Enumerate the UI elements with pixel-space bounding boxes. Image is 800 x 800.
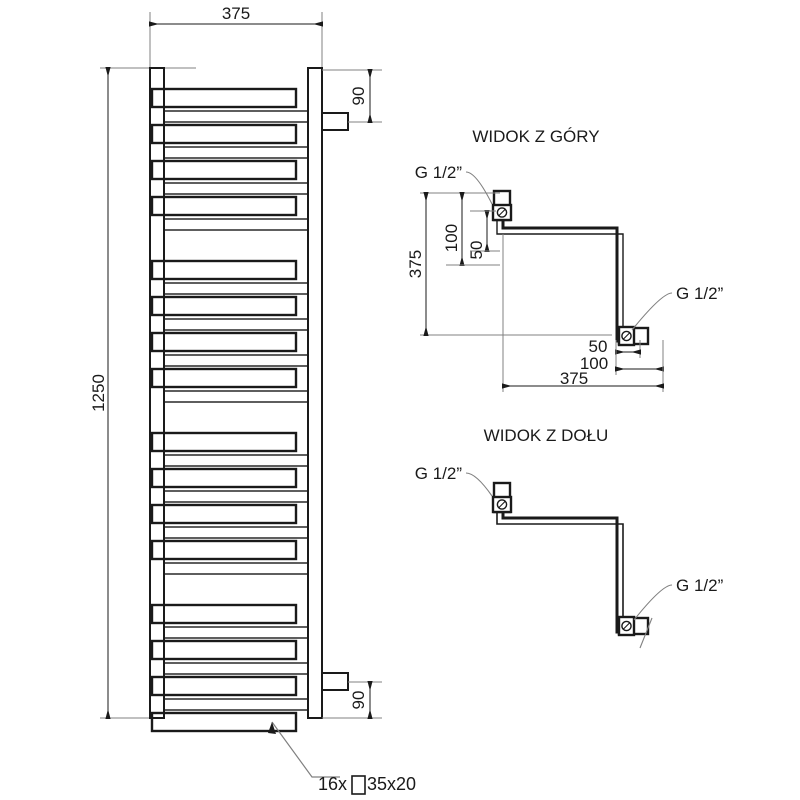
dim-width-375: 375 — [149, 4, 323, 68]
top-view-lower-connection-label: G 1/2” — [676, 284, 724, 303]
dim-top-90-label: 90 — [349, 87, 368, 106]
dim-50-vertical-label: 50 — [467, 241, 486, 260]
bottom-view-upper-connection: G 1/2” — [415, 464, 493, 497]
heating-bar — [150, 367, 298, 389]
dim-375-vertical-label: 375 — [406, 250, 425, 278]
bottom-view-lower-tick — [639, 617, 653, 649]
dim-375-horizontal-label: 375 — [560, 369, 588, 388]
heating-bar — [150, 467, 298, 489]
bottom-view-lower-fitting — [617, 615, 650, 637]
bottom-view: WIDOK Z DOŁU G 1/2” G 1/2” — [415, 426, 724, 649]
bottom-view-upper-fitting — [491, 481, 513, 514]
top-view: WIDOK Z GÓRY G 1/2” G 1/2” — [406, 127, 724, 392]
heating-bar — [150, 331, 298, 353]
top-view-upper-fitting — [491, 189, 513, 222]
rear-bar — [163, 390, 309, 403]
right-vertical-rail — [307, 67, 323, 719]
fitting-bore-slash — [623, 622, 630, 630]
right-rail-outline — [307, 67, 323, 719]
rear-bar — [163, 562, 309, 575]
rear-bar — [163, 526, 309, 539]
fitting-bore-slash — [498, 209, 506, 216]
bottom-view-pipe-inner — [496, 510, 640, 627]
heating-bar — [150, 639, 298, 661]
rear-bar — [163, 662, 309, 675]
dim-height-1250-label: 1250 — [89, 374, 108, 412]
fitting-bore-slash — [623, 332, 630, 340]
profile-note-count: 16x — [318, 774, 347, 794]
top-view-lower-fitting — [617, 325, 650, 347]
front-view: 375 1250 — [89, 4, 416, 795]
top-view-horizontal-dims: 50 100 375 — [502, 234, 664, 392]
top-view-upper-connection-label: G 1/2” — [415, 163, 463, 182]
profile-note: 16x 35x20 — [268, 721, 416, 795]
bottom-connector: 90 — [321, 672, 382, 719]
top-view-pipe-inner — [496, 218, 640, 336]
heating-bar — [150, 123, 298, 145]
top-view-title: WIDOK Z GÓRY — [472, 127, 599, 146]
heating-bar — [150, 87, 298, 109]
heating-bar — [150, 711, 298, 733]
heating-bar — [150, 431, 298, 453]
rear-bar — [163, 626, 309, 639]
heating-bar — [150, 675, 298, 697]
bottom-view-pipe-outer — [501, 510, 640, 634]
dim-100-horizontal-label: 100 — [580, 354, 608, 373]
dim-width-375-label: 375 — [222, 4, 250, 23]
rear-bar — [163, 698, 309, 711]
rear-bar — [163, 354, 309, 367]
bottom-connector-nub — [321, 672, 349, 691]
front-bars-group — [150, 87, 298, 733]
dim-50-horizontal-label: 50 — [589, 337, 608, 356]
top-connector: 90 — [321, 69, 382, 131]
rear-bar — [163, 318, 309, 331]
top-view-upper-connection: G 1/2” — [415, 163, 493, 205]
rear-bar — [163, 110, 309, 123]
left-rail-outline — [149, 67, 165, 719]
rear-bar — [163, 182, 309, 195]
dim-height-1250: 1250 — [89, 67, 196, 719]
top-view-pipe-outer — [501, 218, 640, 343]
rear-bar — [163, 454, 309, 467]
top-connector-nub — [321, 112, 349, 131]
dim-bottom-90-label: 90 — [349, 691, 368, 710]
heating-bar — [150, 259, 298, 281]
heating-bar — [150, 195, 298, 217]
bottom-view-lower-connection-label: G 1/2” — [676, 576, 724, 595]
top-view-vertical-dims: 375 100 50 — [406, 192, 612, 336]
dim-100-vertical-label: 100 — [442, 224, 461, 252]
rear-bar — [163, 146, 309, 159]
bottom-view-lower-connection: G 1/2” — [633, 576, 724, 649]
rear-bar — [163, 282, 309, 295]
heating-bar — [150, 503, 298, 525]
bottom-view-upper-connection-label: G 1/2” — [415, 464, 463, 483]
rear-bar — [163, 490, 309, 503]
rear-bar — [163, 218, 309, 231]
bottom-view-title: WIDOK Z DOŁU — [484, 426, 609, 445]
heating-bar — [150, 159, 298, 181]
top-view-lower-connection: G 1/2” — [631, 284, 724, 331]
rectangular-tube-profile-icon — [351, 775, 366, 795]
fitting-bore-slash — [498, 501, 506, 508]
profile-note-size: 35x20 — [367, 774, 416, 794]
heating-bar — [150, 539, 298, 561]
heating-bar — [150, 295, 298, 317]
heating-bar — [150, 603, 298, 625]
